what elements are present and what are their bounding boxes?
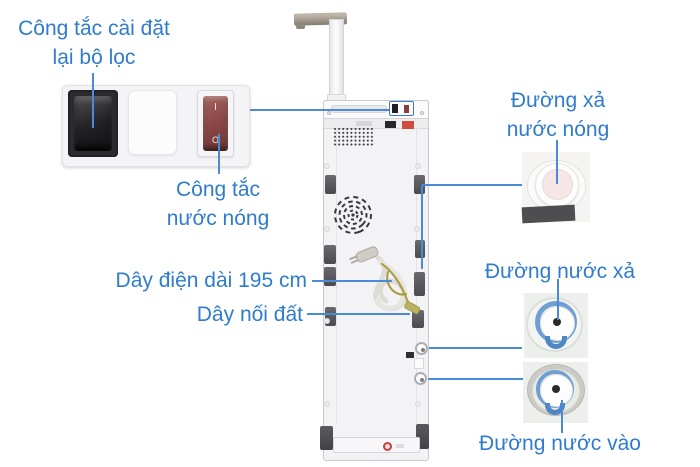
inlet-port-hole <box>419 377 424 382</box>
switch-on-mark: I <box>214 102 217 113</box>
small-black-label <box>406 352 414 358</box>
side-pad <box>415 240 425 258</box>
mount-hole-icon <box>324 401 330 407</box>
hot-water-switch: I O <box>197 90 234 157</box>
label-hot-water-switch: Công tắc nước nóng <box>128 175 308 233</box>
side-pad <box>324 245 336 264</box>
hot-water-rocker: I O <box>203 96 228 151</box>
switch-off-mark: O <box>211 135 219 145</box>
hot-drain-pad <box>521 204 576 224</box>
callout-line-hot-drain-vertical <box>421 185 423 269</box>
bottom-drain-plug <box>383 442 392 451</box>
panel-seam-left <box>336 128 337 423</box>
inlet-port-photo <box>523 362 588 423</box>
mount-hole-icon <box>414 226 420 232</box>
bottom-label <box>396 444 404 448</box>
callout-line-hot-drain-horizontal <box>422 184 522 186</box>
upper-trim-band <box>324 119 428 129</box>
mount-hole-icon <box>415 401 421 407</box>
callout-line-hot-drain-label <box>556 140 558 184</box>
side-pad <box>414 272 425 296</box>
label-power-cord: Dây điện dài 195 cm <box>115 269 307 292</box>
label-hot-switch-line2: nước nóng <box>166 207 270 230</box>
mini-hot-switch <box>404 105 409 113</box>
callout-line-power-cord <box>312 280 392 282</box>
mount-hole-icon <box>415 163 421 169</box>
callout-line-ground-wire <box>307 313 410 315</box>
hot-drain-opening <box>542 169 573 200</box>
black-rating-label <box>385 121 396 128</box>
callout-line-inlet-label <box>561 400 563 433</box>
mount-hole-icon <box>324 163 330 169</box>
foot-pad <box>320 426 333 450</box>
inlet-port-hole <box>552 385 560 393</box>
side-pad <box>412 310 424 328</box>
inlet-port <box>414 372 427 385</box>
label-hot-drain: Đường xả nước nóng <box>490 86 626 144</box>
label-filter-reset-switch: Công tắc cài đặt lại bộ lọc <box>4 14 184 72</box>
drain-port <box>415 342 428 355</box>
label-ground-wire: Dây nối đất <box>196 303 303 326</box>
white-sticker <box>414 358 424 369</box>
hot-drain-photo <box>521 152 590 224</box>
label-hot-drain-line2: nước nóng <box>506 118 610 141</box>
blank-key <box>128 90 177 155</box>
label-drain-line: Đường nước xả <box>484 260 636 283</box>
faucet-nozzle <box>296 23 305 29</box>
base-recess <box>333 437 420 453</box>
callout-line-drain-label <box>557 279 559 320</box>
label-inlet-line: Đường nước vào <box>479 432 641 455</box>
side-pad <box>324 267 336 286</box>
screw-icon <box>420 111 424 115</box>
label-filter-reset-line1: Công tắc cài đặt <box>18 17 170 40</box>
callout-line-hot-switch <box>218 134 220 174</box>
side-pad <box>414 175 425 194</box>
mount-hole-icon <box>324 318 330 324</box>
callout-line-inlet-port <box>428 378 523 380</box>
drain-port-blue-clip <box>545 336 567 349</box>
red-warning-label <box>402 121 414 129</box>
inlet-port-blue-clip <box>545 403 565 415</box>
drain-port-photo <box>524 293 588 358</box>
label-hot-drain-line1: Đường xả <box>510 89 606 112</box>
callout-line-panel-to-unit <box>250 109 390 111</box>
fan-vent-icon <box>334 196 372 234</box>
callout-line-filter-reset <box>92 73 94 128</box>
screw-icon <box>327 111 331 115</box>
label-filter-reset-line2: lại bộ lọc <box>52 46 136 69</box>
label-hot-switch-line1: Công tắc <box>175 178 261 201</box>
model-label <box>356 121 372 126</box>
mount-hole-icon <box>324 226 330 232</box>
side-pad <box>325 307 336 326</box>
side-pad <box>325 175 336 194</box>
switch-highlight-box <box>389 101 414 116</box>
power-cord <box>349 246 421 315</box>
callout-line-drain-port <box>429 347 522 349</box>
faucet-column <box>329 19 344 103</box>
mini-reset-switch <box>392 104 398 113</box>
vent-hole-grid <box>333 127 374 147</box>
drain-port-hole <box>420 347 425 352</box>
drain-port-hole <box>553 318 561 326</box>
